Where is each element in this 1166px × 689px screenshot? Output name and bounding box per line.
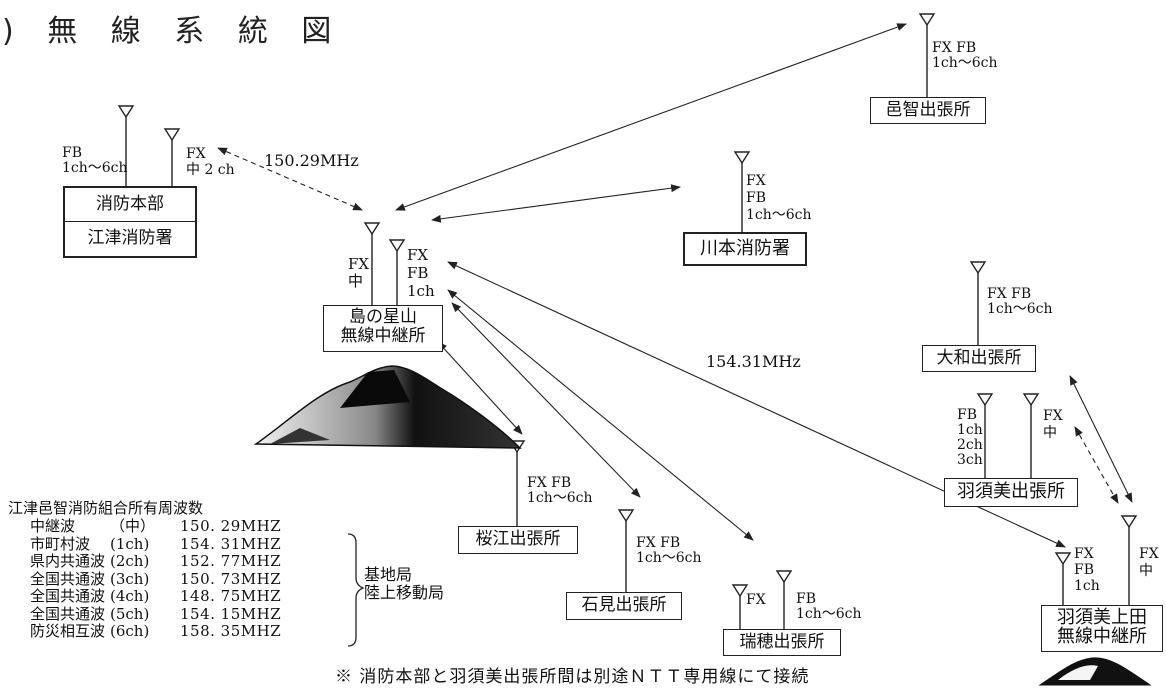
antenna-honbu-2 (163, 128, 181, 187)
station-hasumi: 羽須美出張所 (944, 478, 1078, 507)
station-honbu: 消防本部 江津消防署 (63, 186, 197, 258)
station-mizuho: 瑞穂出張所 (723, 629, 841, 656)
antenna-iwami (617, 509, 635, 592)
footnote: ※ 消防本部と羽須美出張所間は別途ＮＴＴ専用線にて接続 (335, 667, 810, 687)
freq-row: 全国共通波(5ch)154. 15MHZ (30, 604, 282, 623)
station-iwami: 石見出張所 (566, 592, 682, 620)
freq-row: 市町村波(1ch)154. 31MHZ (30, 534, 282, 553)
mountain-hasumi-kamita (1038, 657, 1152, 686)
station-ochi: 邑智出張所 (870, 97, 986, 124)
antenna-honbu-1 (117, 105, 135, 187)
link-hoshiyama-sakurae (437, 341, 523, 435)
freq-label-relay: 150.29MHz (264, 151, 359, 170)
antenna-ochi (918, 13, 936, 97)
antenna-yamato (969, 261, 987, 347)
antenna-sakurae (508, 440, 526, 526)
freq-row: 中継波（中）150. 29MHZ (30, 517, 282, 535)
antenna-kamita-2 (1120, 515, 1138, 605)
freq-table: 江津邑智消防組合所有周波数 中継波（中）150. 29MHZ 市町村波(1ch)… (8, 499, 282, 641)
freq-table-title: 江津邑智消防組合所有周波数 (8, 499, 204, 517)
link-hoshiyama-kawamoto (431, 184, 681, 223)
diagram-title: ) 無 線 系 統 図 (2, 14, 344, 49)
freq-row: 全国共通波(3ch)150. 73MHZ (30, 569, 282, 588)
link-yamato-kamita (1069, 375, 1133, 503)
station-gotsu-name: 江津消防署 (87, 228, 173, 248)
station-honbu-divider (65, 221, 195, 222)
station-kawamoto: 川本消防署 (683, 232, 807, 266)
freq-row: 防災相互波(6ch)158. 35MHZ (30, 622, 282, 640)
link-hoshiyama-mizuho (447, 289, 754, 541)
antenna-hoshiyama-1 (363, 222, 381, 305)
antenna-hoshiyama-2 (388, 239, 406, 305)
station-hoshiyama: 島の星山無線中継所 (323, 305, 443, 352)
link-hasumi-kamita (1074, 426, 1119, 504)
freq-row: 県内共通波(2ch)152. 77MHZ (30, 552, 282, 570)
mizuho-antenna1-label: FX (746, 592, 766, 608)
link-honbu-hoshiyama (217, 147, 363, 211)
station-hasumi-kamita: 羽須美上田無線中継所 (1041, 605, 1163, 652)
freq-label-base: 154.31MHz (706, 352, 801, 371)
link-hoshiyama-iwami (451, 302, 641, 498)
antenna-mizuho-1 (731, 584, 749, 630)
link-hoshiyama-ochi (395, 23, 907, 211)
station-yamato: 大和出張所 (922, 345, 1036, 372)
antenna-kamita-1 (1054, 552, 1072, 605)
antenna-hasumi-2 (1022, 393, 1040, 479)
antenna-mizuho-2 (775, 570, 793, 630)
mountain-hoshiyama (253, 365, 522, 449)
freq-table-brace (347, 533, 365, 647)
station-sakurae: 桜江出張所 (458, 526, 578, 554)
freq-row: 全国共通波(4ch)148. 75MHZ (30, 587, 282, 605)
freq-table-bracket-label: 基地局陸上移動局 (364, 565, 445, 602)
station-honbu-name: 消防本部 (96, 194, 164, 214)
